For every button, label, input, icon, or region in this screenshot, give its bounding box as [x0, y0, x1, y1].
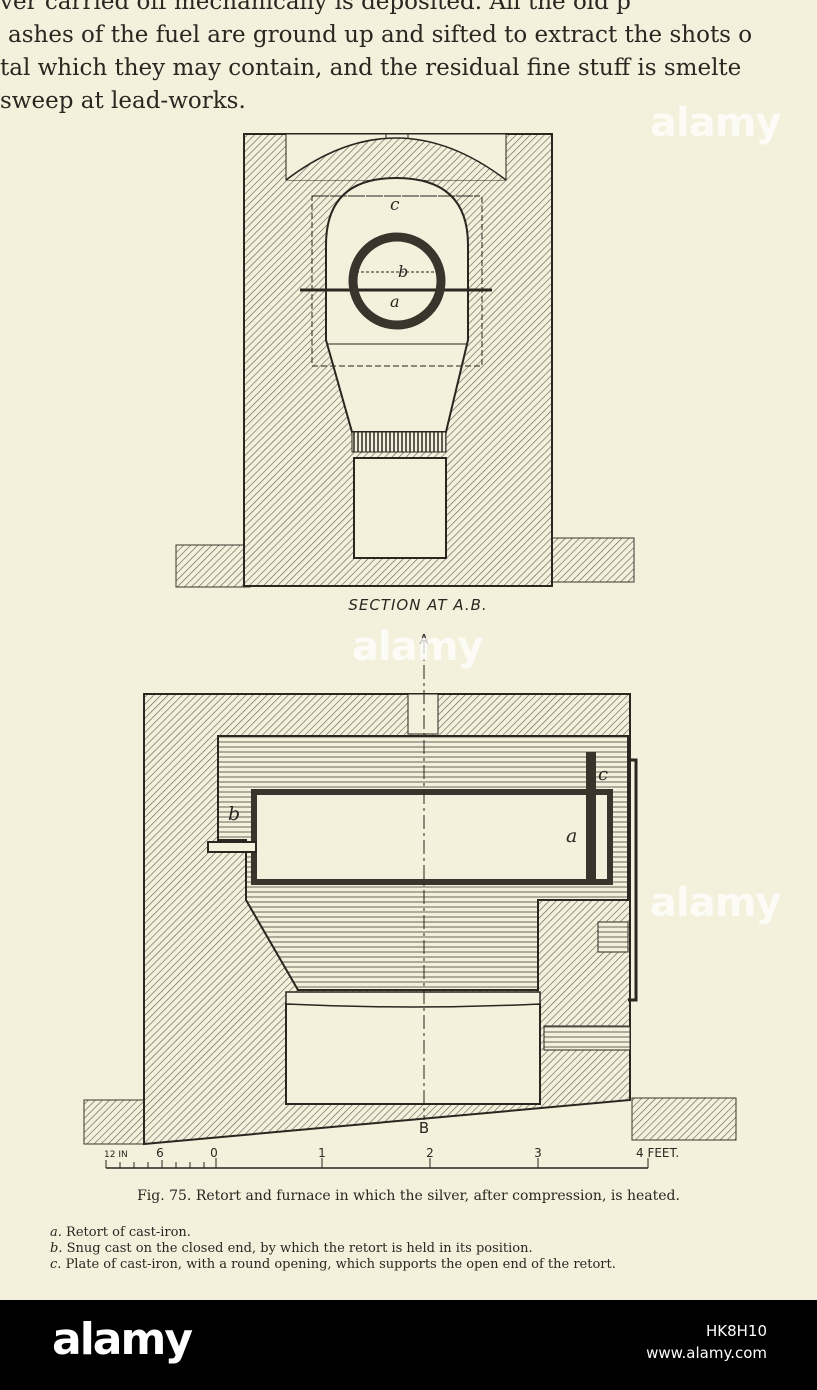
label-c-top: c	[390, 195, 400, 215]
scale-tick-label: 12 IN	[104, 1150, 128, 1160]
image-id: HK8H10	[705, 1322, 767, 1340]
watermark: alamy	[650, 100, 781, 146]
watermark: alamy	[352, 624, 483, 670]
body-line: ver carried off mechanically is deposite…	[0, 0, 631, 15]
figure-legend: a. Retort of cast-iron. b. Snug cast on …	[50, 1225, 616, 1273]
label-a-plan: a	[566, 825, 577, 847]
legend-text: Plate of cast-iron, with a round opening…	[65, 1257, 616, 1272]
scale-tick-label: 1	[318, 1146, 326, 1160]
step-block	[597, 921, 629, 953]
ground-right	[551, 537, 635, 583]
body-line: tal which they may contain, and the resi…	[0, 55, 742, 81]
ground-left	[175, 544, 251, 588]
scale-bar: 12 IN 6 0 1 2 3 4 FEET.	[104, 1146, 679, 1169]
plate-c	[586, 752, 596, 882]
body-text: ver carried off mechanically is deposite…	[0, 0, 817, 118]
label-B: B	[419, 1119, 429, 1137]
section-label: SECTION AT A.B.	[348, 596, 487, 614]
fire-chamber	[325, 176, 469, 433]
label-b-top: b	[398, 262, 408, 281]
scale-tick-label: 2	[426, 1146, 434, 1160]
label-b-plan: b	[228, 803, 240, 825]
watermark: alamy	[650, 880, 781, 926]
retort-section	[348, 232, 446, 330]
door	[628, 758, 638, 1002]
ash-steps	[543, 1025, 631, 1051]
lower-chamber	[285, 1003, 541, 1105]
longitudinal-section-drawing: A B a b c	[83, 633, 737, 1146]
body-line: sweep at lead-works.	[0, 88, 246, 114]
legend-key: c.	[50, 1257, 62, 1272]
ground-right-2	[631, 1097, 737, 1141]
furnace-engraving: c b a SECTION AT A.B. A B a b c	[83, 133, 737, 1169]
figure-caption: Fig. 75. Retort and furnace in which the…	[137, 1188, 680, 1204]
legend-key: a.	[50, 1225, 62, 1240]
scale-tick-label: 4 FEET.	[636, 1146, 679, 1160]
site-url[interactable]: www.alamy.com	[646, 1344, 767, 1362]
alamy-logo: alamy	[52, 1314, 193, 1365]
arch	[285, 137, 507, 181]
plate-outline	[311, 195, 483, 367]
stock-banner: alamy HK8H10 www.alamy.com	[0, 1300, 817, 1390]
scale-tick-label: 3	[534, 1146, 542, 1160]
body-line: ashes of the fuel are ground up and sift…	[8, 22, 753, 48]
ash-pit	[353, 457, 447, 559]
legend-text: Snug cast on the closed end, by which th…	[66, 1241, 533, 1256]
legend-item-a: a. Retort of cast-iron.	[50, 1225, 616, 1241]
retort-body	[251, 789, 613, 885]
grate-line	[285, 991, 541, 1008]
cross-section-drawing: c b a SECTION AT A.B.	[175, 133, 635, 614]
label-A: A	[420, 633, 429, 648]
scale-tick-label: 6	[156, 1146, 164, 1160]
image-id-block: HK8H10 www.alamy.com	[646, 1320, 767, 1364]
scale-tick-label: 0	[210, 1146, 218, 1160]
legend-item-b: b. Snug cast on the closed end, by which…	[50, 1241, 616, 1257]
scanned-page: ver carried off mechanically is deposite…	[0, 0, 817, 1273]
label-c-plan: c	[598, 764, 608, 785]
legend-item-c: c. Plate of cast-iron, with a round open…	[50, 1257, 616, 1273]
label-a-top: a	[390, 292, 400, 311]
snug-b	[207, 841, 257, 853]
grate-bars	[351, 431, 447, 453]
legend-key: b.	[50, 1241, 63, 1256]
ground-left-2	[83, 1099, 149, 1145]
legend-text: Retort of cast-iron.	[66, 1225, 191, 1240]
flue-opening	[407, 693, 439, 735]
